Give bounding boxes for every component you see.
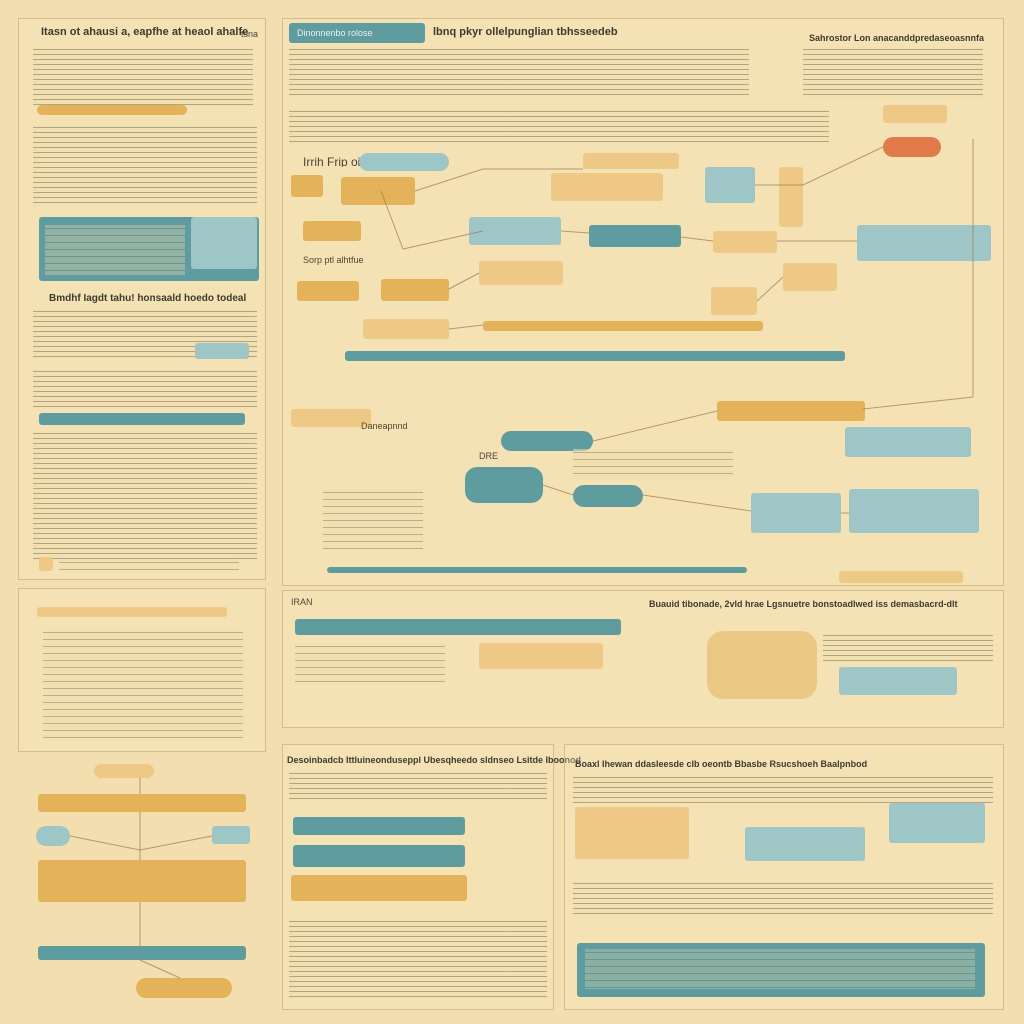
flow-node-6 bbox=[38, 946, 246, 960]
mid-amber-blob bbox=[707, 631, 817, 699]
diagram-node-14 bbox=[857, 225, 991, 261]
bottom-center-title: Desoinbadcb Ittluineonduseppl Ubesqheedo… bbox=[287, 755, 582, 765]
diagram-strip-1 bbox=[483, 321, 763, 331]
diagram-label-c: Daneapnnd bbox=[361, 421, 408, 431]
diagram-node-12 bbox=[589, 225, 681, 247]
diagram-node-10 bbox=[303, 221, 361, 241]
diagram-node-23 bbox=[501, 431, 593, 451]
diagram-label-d: DRE bbox=[479, 451, 499, 461]
bottom-center-bar-2 bbox=[293, 845, 465, 867]
diagram-node-28 bbox=[849, 489, 979, 533]
bottom-right-title: Boaxl Ihewan ddasleesde cIb oeontb Bbasb… bbox=[575, 759, 868, 769]
flow-node-4 bbox=[212, 826, 250, 844]
center-banner-label: Dinonnenbo rolose bbox=[297, 28, 373, 38]
left-top-badge: tsna bbox=[241, 29, 259, 39]
diagram-node-15 bbox=[297, 281, 359, 301]
diagram-node-20 bbox=[363, 319, 449, 339]
diagram-node-1 bbox=[359, 153, 449, 171]
center-diagram-panel: Dinonnenbo rolose lbnq pkyr ollelpunglia… bbox=[282, 18, 1004, 586]
center-intro-text bbox=[289, 47, 749, 97]
diagram-text-1 bbox=[323, 489, 423, 549]
bottom-right-box-2 bbox=[745, 827, 865, 861]
diagram-node-27 bbox=[751, 493, 841, 533]
bottom-center-panel: Desoinbadcb Ittluineonduseppl Ubesqheedo… bbox=[282, 744, 582, 1010]
left-teal-lines bbox=[45, 225, 185, 275]
diagram-node-5 bbox=[551, 173, 663, 201]
top-right-text bbox=[803, 47, 983, 99]
mid-left-label: IRAN bbox=[291, 597, 313, 607]
bottom-center-text-2 bbox=[289, 919, 547, 999]
diagram-node-26 bbox=[573, 485, 643, 507]
left-bottom-text bbox=[43, 629, 243, 739]
center-wide-text bbox=[289, 109, 829, 145]
flow-node-7 bbox=[136, 978, 232, 998]
mid-right-title: Buauid tibonade, 2vld hrae Lgsnuetre bon… bbox=[649, 599, 958, 609]
bottom-right-text-2 bbox=[573, 881, 993, 915]
diagram-node-19 bbox=[783, 263, 837, 291]
diagram-label-b: Sorp ptl alhtfue bbox=[303, 255, 364, 265]
left-top-panel: Itasn ot ahausi a, eapfhe at heaol ahalf… bbox=[18, 18, 266, 580]
mid-right-text bbox=[823, 633, 993, 663]
mid-amber-box bbox=[479, 643, 603, 669]
diagram-node-17 bbox=[479, 261, 563, 285]
top-right-title: Sahrostor Lon anacanddpredaseoasnnfa bbox=[809, 33, 985, 43]
left-small-teal bbox=[195, 343, 249, 359]
center-banner bbox=[289, 23, 425, 43]
mid-text-1 bbox=[295, 643, 445, 683]
left-mid-title: Bmdhf Iagdt tahu! honsaald hoedo todeal bbox=[49, 293, 247, 304]
left-text-block-5 bbox=[33, 431, 257, 561]
diagram-node-11 bbox=[469, 217, 561, 245]
bottom-center-bar-1 bbox=[293, 817, 465, 835]
left-top-title: Itasn ot ahausi a, eapfhe at heaol ahalf… bbox=[41, 26, 249, 38]
flow-node-1 bbox=[94, 764, 154, 778]
diagram-label-a: Irrih Frip oil bbox=[303, 157, 364, 167]
left-teal-strip bbox=[39, 413, 245, 425]
diagram-bottom-amber bbox=[839, 571, 963, 583]
flow-node-5 bbox=[38, 860, 246, 902]
left-text-block-2 bbox=[33, 125, 257, 207]
diagram-node-25 bbox=[465, 467, 543, 503]
left-text-block-4 bbox=[33, 369, 257, 409]
mid-teal-banner bbox=[295, 619, 621, 635]
diagram-node-3 bbox=[341, 177, 415, 205]
bottom-right-teal-lines bbox=[585, 949, 975, 989]
diagram-bottom-strip bbox=[327, 567, 747, 573]
diagram-node-24 bbox=[845, 427, 971, 457]
diagram-node-2 bbox=[291, 175, 323, 197]
bottom-right-box-3 bbox=[889, 803, 985, 843]
bottom-right-teal-block bbox=[577, 943, 985, 997]
diagram-node-6 bbox=[705, 167, 755, 203]
flow-node-3 bbox=[36, 826, 70, 846]
diagram-text-2 bbox=[573, 449, 733, 479]
diagram-node-21 bbox=[717, 401, 865, 421]
left-flow-section bbox=[30, 760, 260, 1010]
left-top-arrow-bar bbox=[37, 105, 187, 115]
diagram-node-13 bbox=[713, 231, 777, 253]
diagram-node-22 bbox=[291, 409, 371, 427]
diagram-node-9 bbox=[883, 105, 947, 123]
mid-teal-box bbox=[839, 667, 957, 695]
diagram-strip-2 bbox=[345, 351, 845, 361]
diagram-node-4 bbox=[583, 153, 679, 169]
mid-bottom-panel: IRAN Buauid tibonade, 2vld hrae Lgsnuetr… bbox=[282, 590, 1004, 728]
left-bottom-tag bbox=[39, 557, 53, 571]
bottom-right-box-1 bbox=[575, 807, 689, 859]
bottom-right-panel: Boaxl Ihewan ddasleesde cIb oeontb Bbasb… bbox=[564, 744, 1004, 1010]
left-teal-box-inner bbox=[191, 217, 257, 269]
diagram-node-18 bbox=[711, 287, 757, 315]
center-title: lbnq pkyr ollelpunglian tbhsseedeb bbox=[433, 26, 618, 38]
flow-node-2 bbox=[38, 794, 246, 812]
bottom-right-text-1 bbox=[573, 775, 993, 803]
bottom-center-bar-3 bbox=[291, 875, 467, 901]
left-bottom-panel bbox=[18, 588, 266, 752]
diagram-node-16 bbox=[381, 279, 449, 301]
bottom-center-text bbox=[289, 771, 547, 801]
left-top-text-block bbox=[33, 47, 253, 107]
left-bottom-lines bbox=[59, 559, 239, 571]
flow-connectors bbox=[69, 778, 213, 979]
diagram-node-7 bbox=[779, 167, 803, 227]
diagram-node-8 bbox=[883, 137, 941, 157]
left-bottom-strip bbox=[37, 607, 227, 617]
diagram-connectors bbox=[380, 139, 974, 514]
